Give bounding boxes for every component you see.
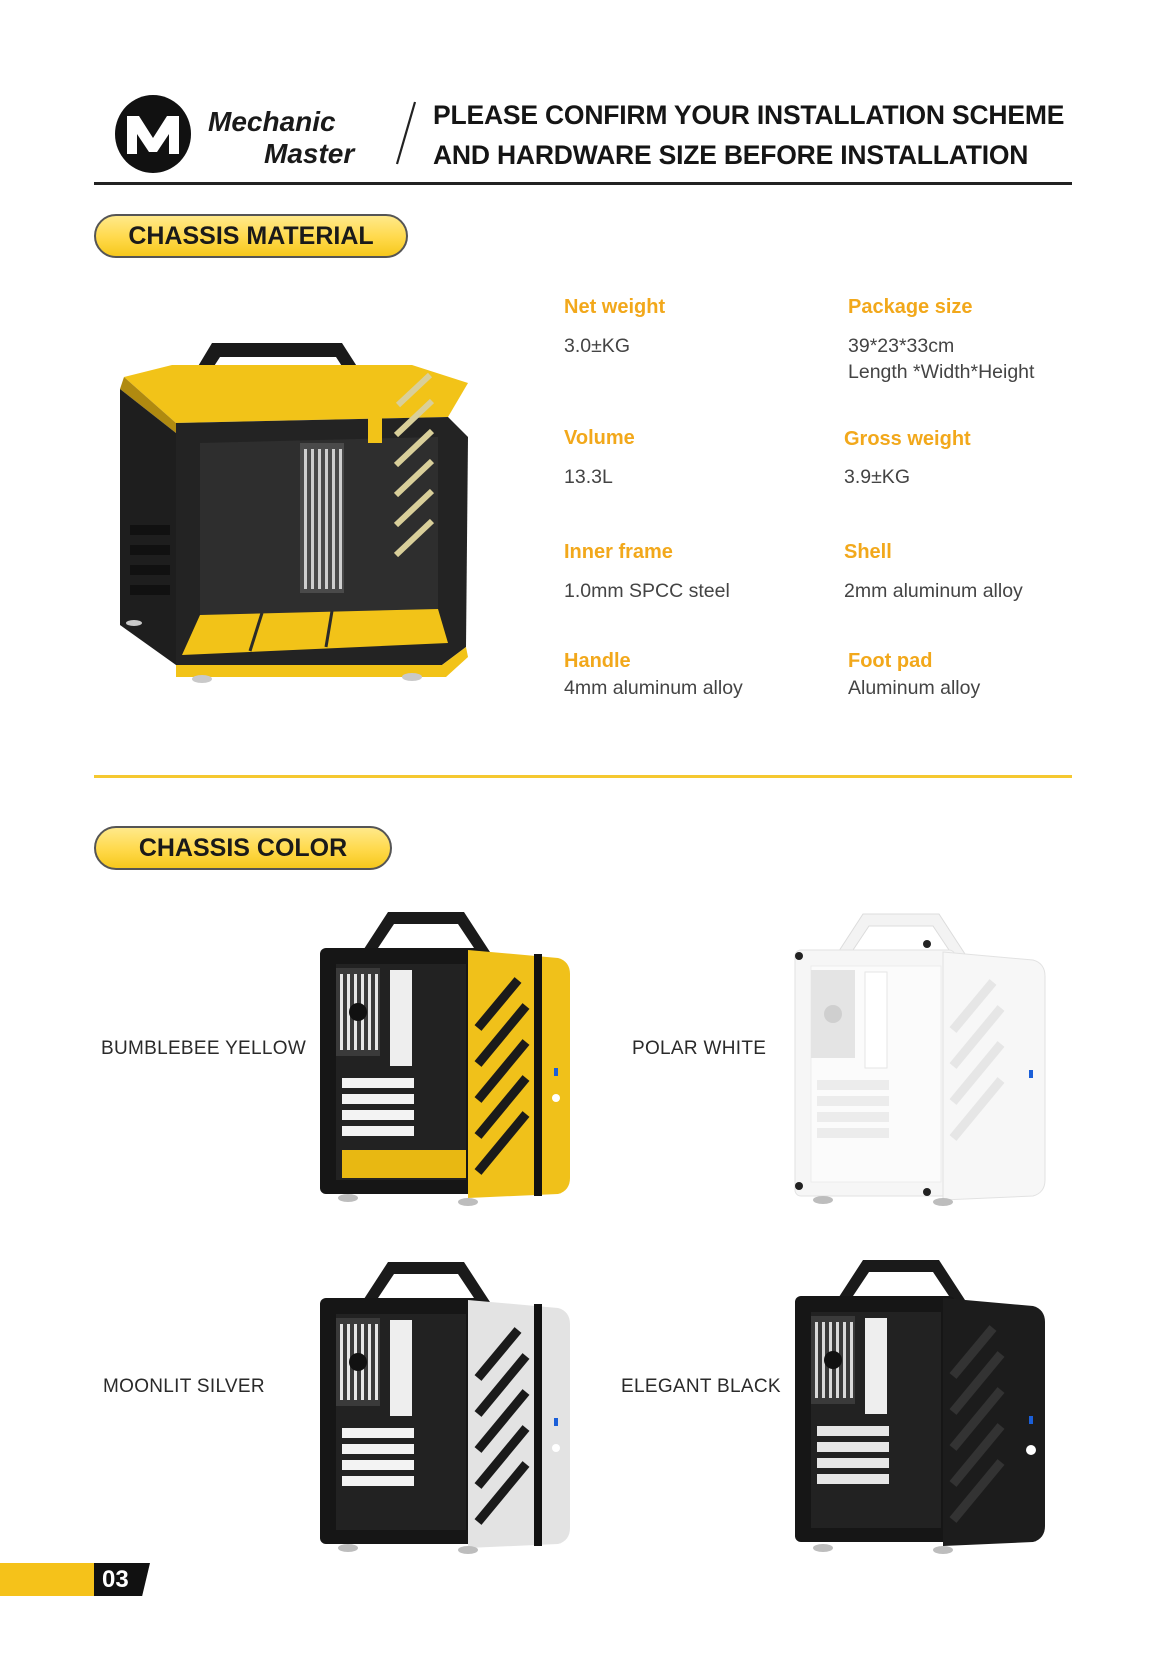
chassis-yellow-image xyxy=(320,912,570,1206)
page-number: 03 xyxy=(94,1563,150,1596)
spec-value-package-size: 39*23*33cm Length *Width*Height xyxy=(848,335,1035,383)
color-label-moonlit-silver: MOONLIT SILVER xyxy=(103,1376,265,1397)
mechanic-master-logo-icon xyxy=(115,95,191,173)
chassis-product-image xyxy=(120,343,468,683)
spec-label-shell: Shell xyxy=(844,541,892,563)
spec-label-package-size: Package size xyxy=(848,296,973,318)
chassis-white-image xyxy=(794,913,1046,1206)
spec-value-shell: 2mm aluminum alloy xyxy=(844,580,1023,602)
spec-value-inner-frame: 1.0mm SPCC steel xyxy=(564,580,730,602)
section-divider xyxy=(94,775,1072,778)
spec-value-gross-weight: 3.9±KG xyxy=(844,466,910,488)
spec-value-foot-pad: Aluminum alloy xyxy=(848,677,981,699)
spec-label-handle: Handle xyxy=(564,650,631,672)
spec-label-inner-frame: Inner frame xyxy=(564,541,673,563)
page-title-line-1: PLEASE CONFIRM YOUR INSTALLATION SCHEME xyxy=(433,100,1065,130)
color-label-polar-white: POLAR WHITE xyxy=(632,1038,767,1059)
footer-accent-bar xyxy=(0,1563,112,1596)
chassis-silver-image xyxy=(320,1262,570,1554)
brand-name: Mechanic Master xyxy=(208,106,354,170)
brand-line-2: Master xyxy=(264,138,355,169)
spec-value-net-weight: 3.0±KG xyxy=(564,335,630,357)
chassis-material-heading: CHASSIS MATERIAL xyxy=(94,214,408,258)
color-label-elegant-black: ELEGANT BLACK xyxy=(621,1376,781,1397)
page-title: PLEASE CONFIRM YOUR INSTALLATION SCHEME … xyxy=(433,95,1064,175)
header-divider xyxy=(94,182,1072,185)
divider-slash xyxy=(395,101,417,165)
color-label-bumblebee-yellow: BUMBLEBEE YELLOW xyxy=(101,1038,307,1059)
spec-label-volume: Volume xyxy=(564,427,635,449)
spec-value-volume: 13.3L xyxy=(564,466,613,488)
brand-line-1: Mechanic xyxy=(208,106,336,137)
page-title-line-2: AND HARDWARE SIZE BEFORE INSTALLATION xyxy=(433,140,1029,170)
chassis-black-image xyxy=(795,1260,1045,1554)
spec-label-gross-weight: Gross weight xyxy=(844,428,971,450)
spec-value-handle: 4mm aluminum alloy xyxy=(564,677,743,699)
spec-label-net-weight: Net weight xyxy=(564,296,666,318)
chassis-color-heading: CHASSIS COLOR xyxy=(94,826,392,870)
spec-label-foot-pad: Foot pad xyxy=(848,650,933,672)
